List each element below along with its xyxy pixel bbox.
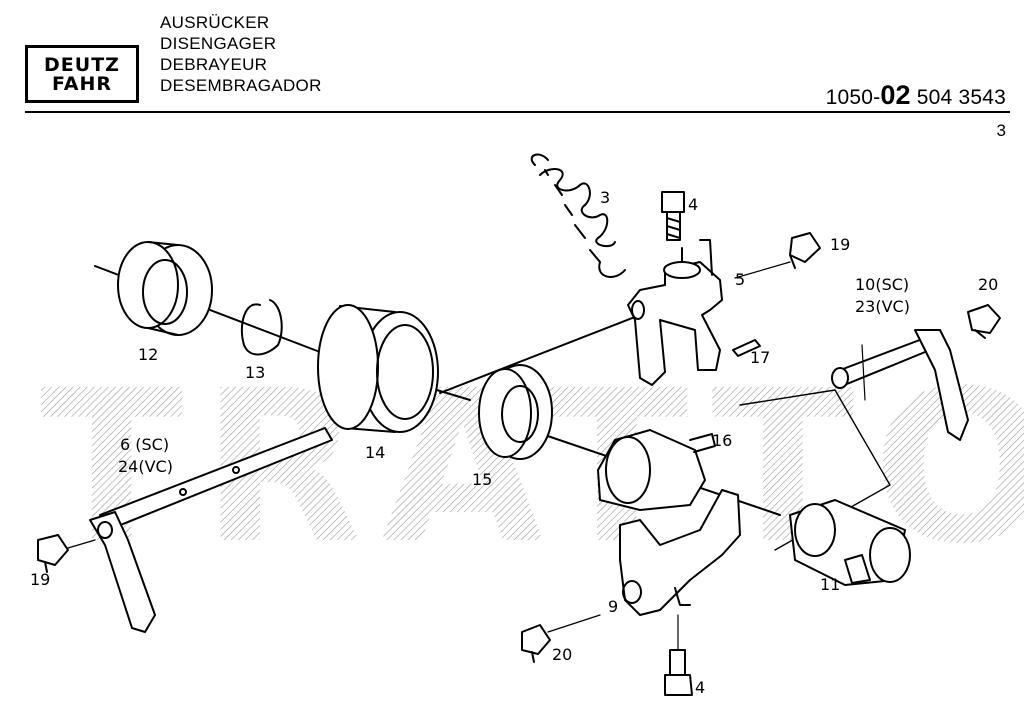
part-number-group: 02 <box>880 80 911 110</box>
spring-3 <box>530 153 626 278</box>
grease-nipple-20-top <box>967 304 1001 339</box>
callout-23-vc: 23(VC) <box>855 297 910 316</box>
title-german: AUSRÜCKER <box>160 13 270 32</box>
deutz-fahr-logo: DEUTZ FAHR <box>25 45 139 103</box>
callout-12: 12 <box>138 345 158 364</box>
callout-4-bottom: 4 <box>695 678 705 697</box>
release-fork-9 <box>619 489 741 616</box>
bearing-housing-14 <box>317 304 439 433</box>
part-number-suffix: 504 3543 <box>910 86 1006 109</box>
release-lever-5 <box>627 239 723 386</box>
callout-17: 17 <box>750 348 770 367</box>
grease-nipple-19-bottom <box>37 534 96 573</box>
part-number: 1050-02 504 3543 <box>826 80 1006 111</box>
callout-5: 5 <box>735 270 745 289</box>
grease-nipple-20-bottom <box>521 614 601 663</box>
shaft-6-24 <box>89 427 333 633</box>
callout-15: 15 <box>472 470 492 489</box>
snap-ring-13 <box>240 299 283 356</box>
bolt-4-bottom <box>664 614 693 696</box>
title-block: AUSRÜCKER DISENGAGER DEBRAYEUR DESEMBRAG… <box>160 12 322 96</box>
guide-sleeve-11 <box>789 499 911 586</box>
callout-10-sc: 10(SC) <box>855 275 909 294</box>
callout-20-top: 20 <box>978 275 998 294</box>
callout-9: 9 <box>608 597 618 616</box>
header-rule <box>25 111 1010 113</box>
pin-17 <box>732 339 761 357</box>
callout-13: 13 <box>245 363 265 382</box>
shaft-10-23 <box>831 329 969 441</box>
callout-4-top: 4 <box>688 195 698 214</box>
callout-16: 16 <box>712 431 732 450</box>
callout-6-sc: 6 (SC) <box>120 435 169 454</box>
callout-19-top: 19 <box>830 235 850 254</box>
title-french: DEBRAYEUR <box>160 55 268 74</box>
bolt-4-top <box>661 191 685 241</box>
callout-11: 11 <box>820 575 840 594</box>
logo-line-1: DEUTZ <box>44 54 120 76</box>
release-sleeve-16 <box>597 429 716 511</box>
callout-20-bottom: 20 <box>552 645 572 664</box>
title-english: DISENGAGER <box>160 34 277 53</box>
page-number: 3 <box>996 121 1006 140</box>
axis-line-lever <box>439 314 641 394</box>
callout-14: 14 <box>365 443 385 462</box>
title-spanish: DESEMBRAGADOR <box>160 76 322 95</box>
bearing-15 <box>478 364 553 460</box>
seal-ring-12 <box>117 241 213 336</box>
callout-19-bottom: 19 <box>30 570 50 589</box>
callout-3: 3 <box>600 188 610 207</box>
part-number-prefix: 1050- <box>825 86 881 109</box>
callout-24-vc: 24(VC) <box>118 457 173 476</box>
grease-nipple-19-top <box>734 232 821 279</box>
logo-line-2: FAHR <box>51 73 113 95</box>
